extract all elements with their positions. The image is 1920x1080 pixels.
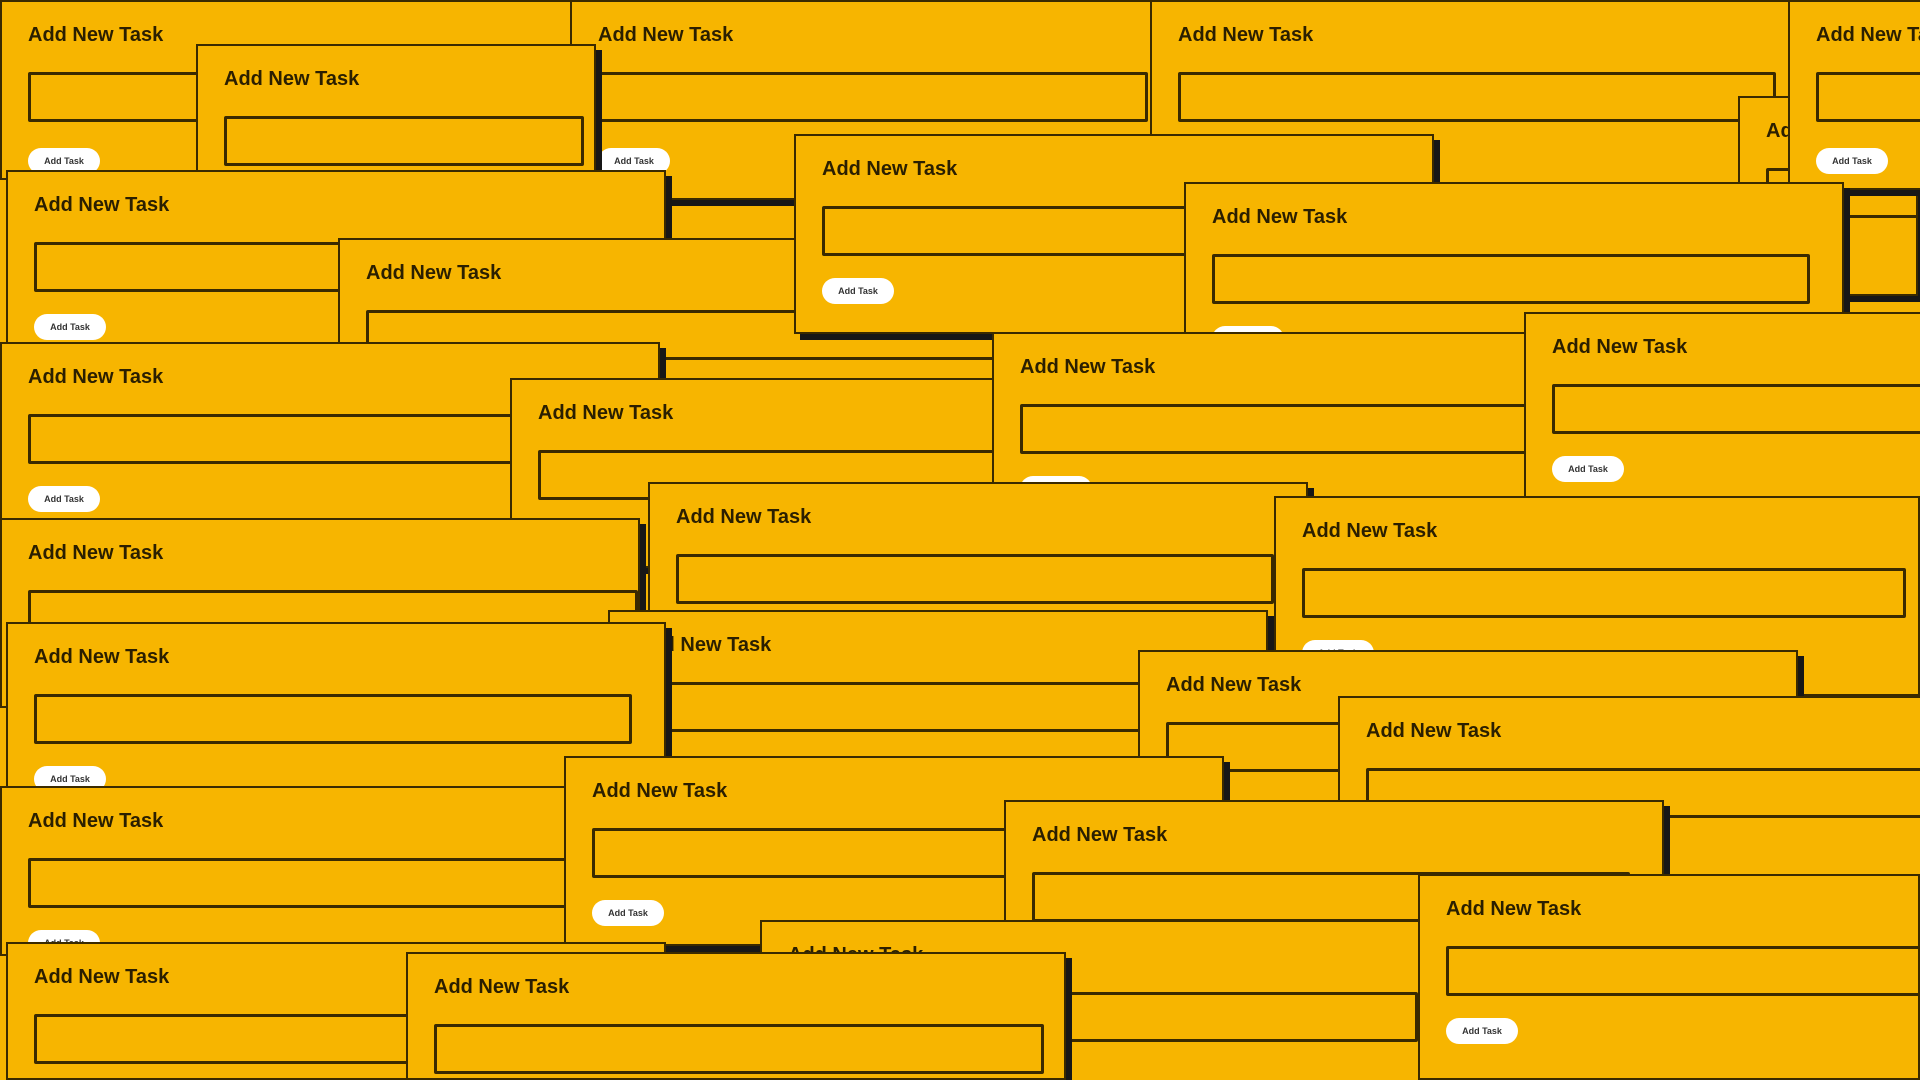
task-input[interactable] [1446,946,1918,996]
task-input[interactable] [1178,72,1776,122]
task-input[interactable] [28,858,626,908]
card-title: Add New Task [34,194,170,216]
card-title: Add New Task [34,646,170,668]
add-task-button[interactable]: Add Task [1816,148,1888,174]
task-input[interactable] [1552,384,1920,434]
card-title: Add New Task [224,68,360,90]
card-title: Add New Task [1032,824,1168,846]
task-input[interactable] [1816,72,1920,122]
add-task-button[interactable]: Add Task [28,486,100,512]
task-input[interactable] [34,694,632,744]
add-task-card: Add New Task Add Task [1524,312,1920,512]
card-title: Add New Task [1366,720,1502,742]
add-task-button[interactable]: Add Task [598,148,670,174]
task-input[interactable] [636,682,1234,732]
add-task-card: Add New Task Add Task [1788,0,1920,190]
card-title: Add New Task [1302,520,1438,542]
add-task-button[interactable]: Add Task [822,278,894,304]
add-task-card: Add New Task Add Task [6,622,666,812]
card-title: Add New Task [1020,356,1156,378]
task-input[interactable] [1302,568,1906,618]
task-input[interactable] [676,554,1274,604]
card-title: Add New Task [1166,674,1302,696]
add-task-button[interactable]: Add Task [592,900,664,926]
add-task-card: Add New Task Add Task [0,786,660,956]
add-task-button[interactable]: Add Task [1446,1018,1518,1044]
card-title: Add New Task [1816,24,1920,46]
add-task-card: Add New Task [406,952,1066,1080]
card-title: Add New Task [636,634,772,656]
card-title: Add New Task [366,262,502,284]
task-input[interactable] [1020,404,1618,454]
card-title: Add New Task [1446,898,1582,920]
card-title: Add New Task [676,506,812,528]
card-title: Add New Task [1212,206,1348,228]
task-input[interactable] [1212,254,1810,304]
card-title: Add New Task [28,24,164,46]
card-title: Add New Task [1178,24,1314,46]
add-task-button[interactable]: Add Task [1552,456,1624,482]
card-title: Add New Task [28,810,164,832]
add-task-card: Add New Task Add Task [1418,874,1920,1080]
task-input[interactable] [434,1024,1044,1074]
card-title: Add New Task [434,976,570,998]
card-title: Add New Task [28,366,164,388]
card-title: Add New Task [34,966,170,988]
task-input[interactable] [224,116,584,166]
add-task-button[interactable]: Add Task [34,314,106,340]
task-input[interactable] [598,72,1148,122]
add-task-card: Add New Task Add Task [1150,0,1790,200]
card-title: Add New Task [822,158,958,180]
card-title: Add New Task [1552,336,1688,358]
card-title: Add New Task [28,542,164,564]
card-title: Add New Task [598,24,734,46]
card-title: Add New Task [538,402,674,424]
card-title: Add New Task [592,780,728,802]
add-task-button[interactable]: Add Task [28,148,100,174]
